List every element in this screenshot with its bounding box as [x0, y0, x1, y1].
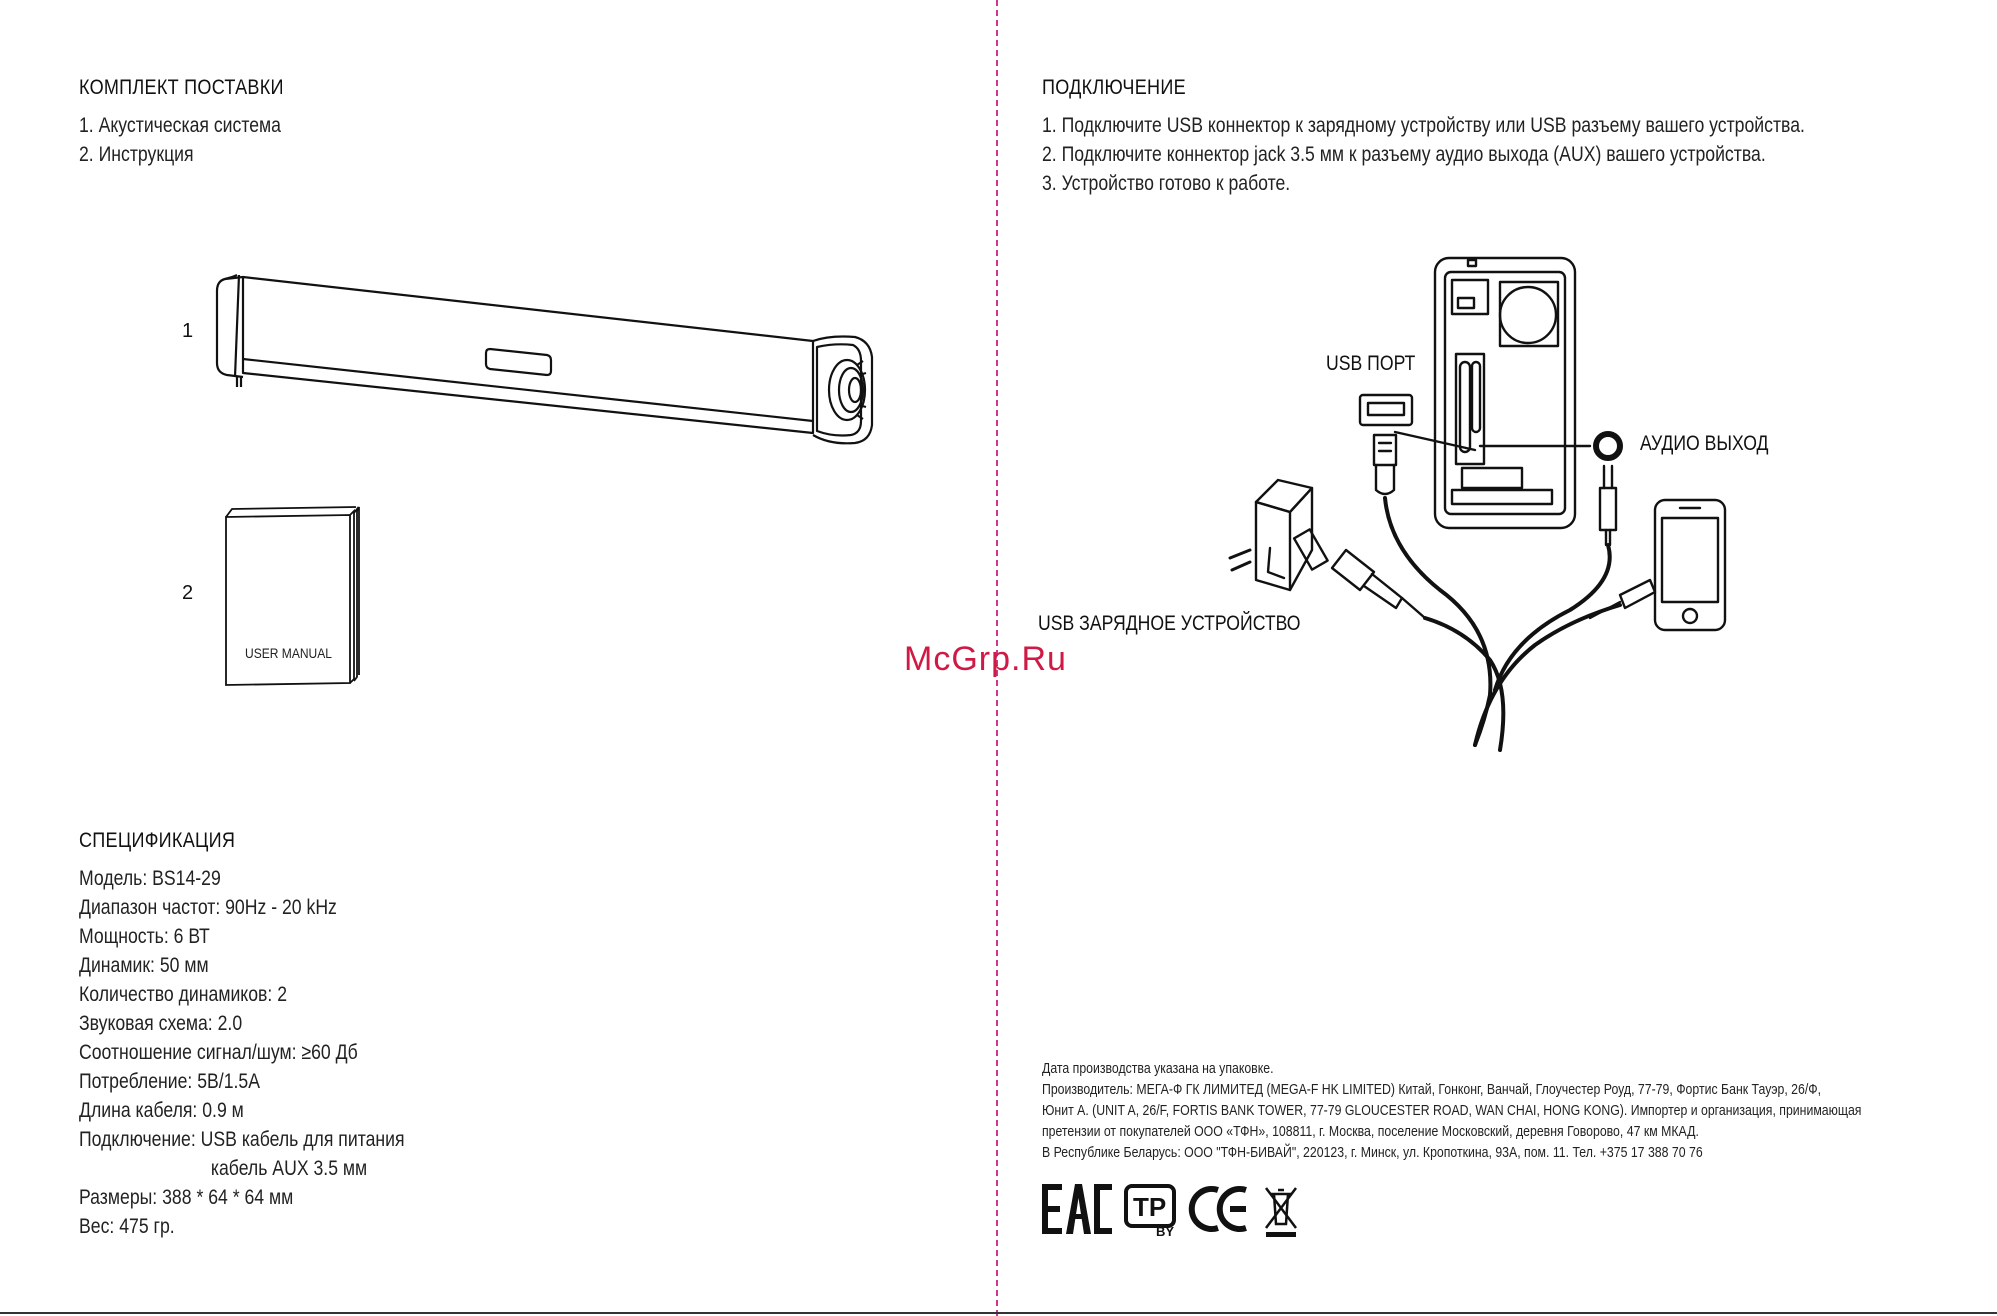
audio-out-label: АУДИО ВЫХОД [1640, 432, 1769, 455]
spec-title: СПЕЦИФИКАЦИЯ [79, 829, 236, 852]
spec-connection: Подключение: USB кабель для питания [79, 1128, 405, 1151]
spec-weight: Вес: 475 гр. [79, 1215, 175, 1238]
connection-diagram [1228, 256, 1727, 752]
certification-marks: TP BY [1042, 1184, 1297, 1239]
spec-consumption: Потребление: 5В/1.5А [79, 1070, 260, 1093]
fold-line [996, 0, 998, 1316]
manual-booklet-illustration [225, 506, 360, 686]
soundbar-illustration [215, 274, 874, 445]
eac-mark-icon [1042, 1184, 1112, 1234]
speaker-back-panel [1433, 256, 1577, 530]
footer-line-2: Производитель: МЕГА-Ф ГК ЛИМИТЕД (MEGA-F… [1042, 1081, 1822, 1098]
spec-driver: Динамик: 50 мм [79, 954, 209, 977]
footer-line-1: Дата производства указана на упаковке. [1042, 1060, 1274, 1077]
spec-driver-count: Количество динамиков: 2 [79, 983, 288, 1006]
tr-by-mark-icon: TP BY [1124, 1184, 1176, 1239]
figure-label-1: 1 [182, 320, 194, 342]
package-item-speaker: 1. Акустическая система [79, 114, 281, 137]
spec-power: Мощность: 6 ВТ [79, 925, 210, 948]
usb-port-label: USB ПОРТ [1326, 352, 1416, 375]
package-title: КОМПЛЕКТ ПОСТАВКИ [79, 76, 284, 99]
figure-label-2: 2 [182, 582, 194, 604]
watermark-text: McGrp.Ru [904, 640, 1067, 678]
spec-cable-length: Длина кабеля: 0.9 м [79, 1099, 244, 1122]
footer-line-4: претензии от покупателей ООО «ТФН», 1088… [1042, 1123, 1699, 1140]
spec-sound-scheme: Звуковая схема: 2.0 [79, 1012, 243, 1035]
connection-step-3: 3. Устройство готово к работе. [1042, 172, 1291, 195]
spec-dimensions: Размеры: 388 * 64 * 64 мм [79, 1186, 294, 1209]
svg-text:BY: BY [1156, 1224, 1174, 1239]
spec-model: Модель: BS14-29 [79, 867, 221, 890]
footer-legal-text: Дата производства указана на упаковке. П… [1042, 1058, 1997, 1163]
spec-snr: Соотношение сигнал/шум: ≥60 Дб [79, 1041, 358, 1064]
spec-frequency: Диапазон частот: 90Hz - 20 kHz [79, 896, 337, 919]
footer-line-3: Юнит А. (UNIT A, 26/F, FORTIS BANK TOWER… [1042, 1102, 1862, 1119]
weee-bin-mark-icon [1265, 1187, 1297, 1237]
connection-title: ПОДКЛЮЧЕНИЕ [1042, 76, 1186, 99]
footer-line-5: В Республике Беларусь: ООО "ТФН-БИВАЙ", … [1042, 1144, 1703, 1161]
spec-connection-aux: кабель AUX 3.5 мм [210, 1157, 368, 1180]
usb-charger-label: USB ЗАРЯДНОЕ УСТРОЙСТВО [1038, 612, 1301, 635]
svg-text:TP: TP [1133, 1192, 1166, 1222]
spec-list: Модель: BS14-29 Диапазон частот: 90Hz - … [79, 864, 467, 1241]
connection-step-1: 1. Подключите USB коннектор к зарядному … [1042, 114, 1805, 137]
ce-mark-icon [1188, 1186, 1247, 1232]
package-item-manual: 2. Инструкция [79, 143, 194, 166]
bottom-edge-line [0, 1312, 1997, 1314]
manual-cover-text: USER MANUAL [245, 645, 332, 661]
connection-step-2: 2. Подключите коннектор jack 3.5 мм к ра… [1042, 143, 1766, 166]
